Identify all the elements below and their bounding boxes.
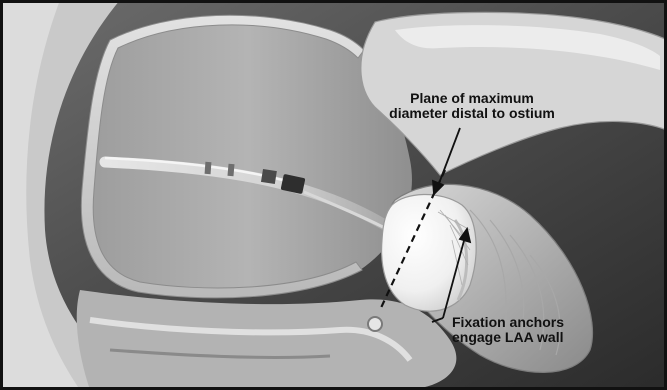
- small-vessel-ring: [368, 317, 382, 331]
- anchors-label: Fixation anchors engage LAA wall: [452, 315, 564, 345]
- laa-occluder-device: [382, 194, 477, 311]
- atrial-floor: [77, 290, 457, 390]
- anchors-label-line1: Fixation anchors: [452, 315, 564, 330]
- plane-label: Plane of maximum diameter distal to osti…: [372, 91, 572, 121]
- plane-label-line2: diameter distal to ostium: [372, 106, 572, 121]
- plane-label-line1: Plane of maximum: [372, 91, 572, 106]
- anchors-label-line2: engage LAA wall: [452, 330, 564, 345]
